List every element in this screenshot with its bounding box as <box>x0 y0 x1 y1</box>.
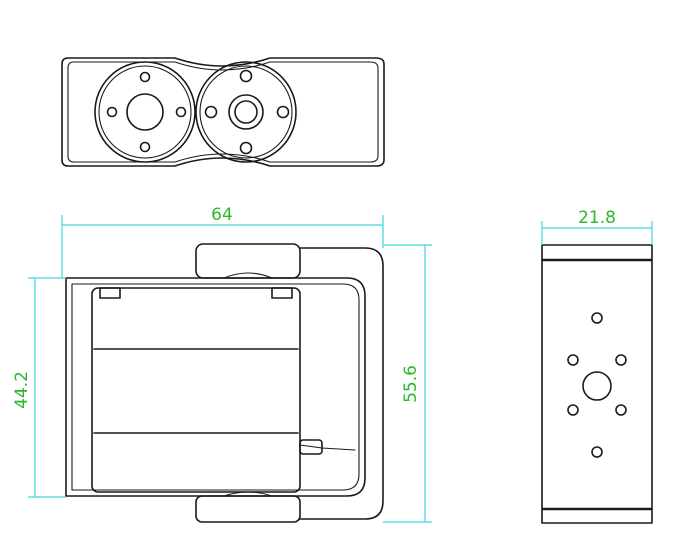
dimension-width-label: 64 <box>211 205 233 225</box>
left-horn-center-hole <box>126 93 164 131</box>
left-horn-hole <box>106 106 118 118</box>
servo-cable <box>299 444 356 451</box>
right-horn-hole <box>239 141 253 155</box>
right-horn-inner <box>199 65 293 159</box>
left-horn-hole <box>139 141 151 153</box>
dimension-depth: 21.8 <box>541 208 653 245</box>
front-view <box>65 243 384 523</box>
left-horn-outer <box>94 61 196 163</box>
side-mount-hole <box>567 354 579 366</box>
left-horn-hole <box>175 106 187 118</box>
side-mount-hole <box>591 312 603 324</box>
right-horn-center-hole <box>234 100 258 124</box>
side-center-hole <box>582 371 612 401</box>
side-mount-hole <box>615 404 627 416</box>
servo-cable-gland <box>299 439 323 455</box>
dimension-depth-label: 21.8 <box>578 208 616 228</box>
u-bracket-outline <box>65 277 366 497</box>
bottom-horn <box>195 495 301 523</box>
right-horn-hole <box>204 105 218 119</box>
servo-body <box>91 287 301 493</box>
right-horn-outer <box>195 61 297 163</box>
dimension-height-outer: 55.6 <box>383 244 432 523</box>
side-mount-hole <box>615 354 627 366</box>
u-bracket-inner <box>71 283 360 491</box>
left-horn-hole <box>139 71 151 83</box>
side-view <box>541 244 653 524</box>
u-bracket-right-arm <box>299 247 384 520</box>
right-horn-boss <box>228 94 264 130</box>
top-view-inner-outline <box>67 61 379 163</box>
side-mount-hole <box>567 404 579 416</box>
top-horn-spline <box>223 272 273 279</box>
servo-mount-tab <box>99 287 121 299</box>
right-horn-hole <box>239 69 253 83</box>
top-view <box>61 57 385 167</box>
dimension-height-inner: 44.2 <box>12 277 66 498</box>
top-view-outline <box>61 57 385 167</box>
dimension-width: 64 <box>61 205 384 278</box>
right-horn-hole <box>276 105 290 119</box>
side-mount-hole <box>591 446 603 458</box>
side-view-outline <box>541 244 653 524</box>
top-horn <box>195 243 301 279</box>
dimension-height-inner-label: 44.2 <box>12 371 32 409</box>
left-horn-inner <box>98 65 192 159</box>
dimension-height-outer-label: 55.6 <box>401 365 421 403</box>
servo-mount-tab <box>271 287 293 299</box>
